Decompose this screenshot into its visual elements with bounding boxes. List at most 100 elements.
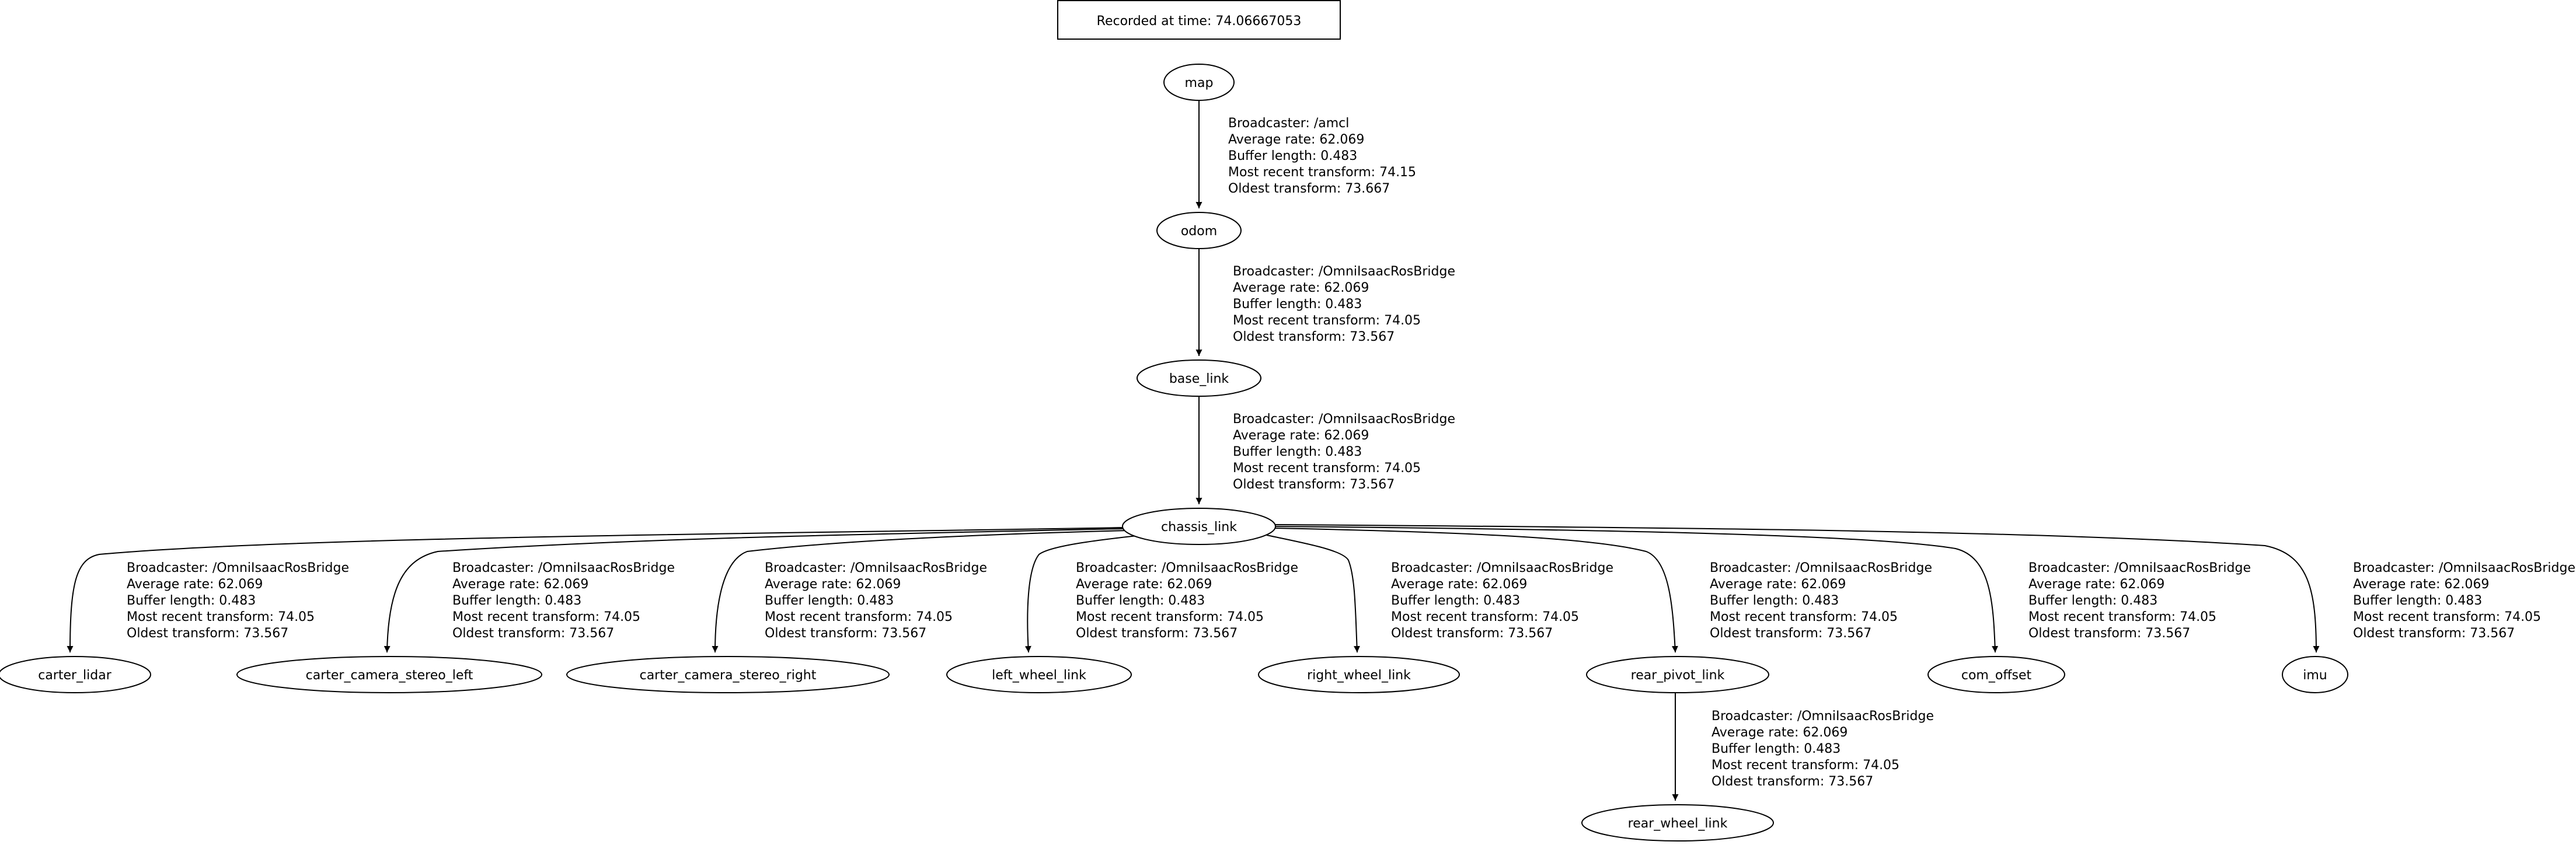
most-recent-text: Most recent transform: 74.05 xyxy=(1233,313,1421,328)
node-carter-lidar-label: carter_lidar xyxy=(38,668,111,683)
node-odom-label: odom xyxy=(1181,224,1217,239)
most-recent-text: Most recent transform: 74.05 xyxy=(2353,610,2541,624)
node-map[interactable]: map xyxy=(1163,64,1235,101)
edge-label-rear-pivot-rear-wheel: Broadcaster: /OmniIsaacRosBridge Average… xyxy=(1711,709,1934,789)
node-rear-pivot-link-label: rear_pivot_link xyxy=(1631,668,1725,683)
oldest-text: Oldest transform: 73.567 xyxy=(2028,626,2190,641)
edge-chassis-carter-lidar xyxy=(67,527,1124,653)
most-recent-text: Most recent transform: 74.05 xyxy=(2028,610,2216,624)
average-rate-text: Average rate: 62.069 xyxy=(2353,577,2489,592)
average-rate-text: Average rate: 62.069 xyxy=(127,577,263,592)
recorded-time-box: Recorded at time: 74.06667053 xyxy=(1057,0,1341,40)
node-com-offset-label: com_offset xyxy=(1961,668,2032,683)
broadcaster-text: Broadcaster: /OmniIsaacRosBridge xyxy=(2028,561,2251,575)
oldest-text: Oldest transform: 73.567 xyxy=(452,626,614,641)
edge-chassis-com-offset xyxy=(1275,526,1999,653)
broadcaster-text: Broadcaster: /amcl xyxy=(1228,116,1349,131)
node-rear-wheel-link-label: rear_wheel_link xyxy=(1628,816,1728,831)
broadcaster-text: Broadcaster: /OmniIsaacRosBridge xyxy=(452,561,675,575)
buffer-length-text: Buffer length: 0.483 xyxy=(2028,593,2157,608)
broadcaster-text: Broadcaster: /OmniIsaacRosBridge xyxy=(1391,561,1613,575)
average-rate-text: Average rate: 62.069 xyxy=(765,577,901,592)
average-rate-text: Average rate: 62.069 xyxy=(1710,577,1846,592)
oldest-text: Oldest transform: 73.567 xyxy=(1233,477,1395,492)
node-map-label: map xyxy=(1185,76,1214,90)
buffer-length-text: Buffer length: 0.483 xyxy=(1233,297,1362,312)
node-rear-pivot-link[interactable]: rear_pivot_link xyxy=(1586,656,1769,693)
broadcaster-text: Broadcaster: /OmniIsaacRosBridge xyxy=(1710,561,1932,575)
recorded-time-label: Recorded at time: 74.06667053 xyxy=(1097,14,1302,29)
broadcaster-text: Broadcaster: /OmniIsaacRosBridge xyxy=(2353,561,2575,575)
node-com-offset[interactable]: com_offset xyxy=(1927,656,2065,693)
broadcaster-text: Broadcaster: /OmniIsaacRosBridge xyxy=(1233,412,1455,427)
node-imu-label: imu xyxy=(2303,668,2327,683)
edge-label-base-link-chassis-link: Broadcaster: /OmniIsaacRosBridge Average… xyxy=(1233,412,1455,492)
buffer-length-text: Buffer length: 0.483 xyxy=(1711,742,1841,756)
edge-label-chassis-stereo-left: Broadcaster: /OmniIsaacRosBridge Average… xyxy=(452,561,675,641)
average-rate-text: Average rate: 62.069 xyxy=(1711,725,1848,740)
oldest-text: Oldest transform: 73.567 xyxy=(1076,626,1238,641)
buffer-length-text: Buffer length: 0.483 xyxy=(1710,593,1839,608)
oldest-text: Oldest transform: 73.567 xyxy=(127,626,288,641)
most-recent-text: Most recent transform: 74.05 xyxy=(452,610,640,624)
edge-label-chassis-com-offset: Broadcaster: /OmniIsaacRosBridge Average… xyxy=(2028,561,2251,641)
most-recent-text: Most recent transform: 74.05 xyxy=(1391,610,1579,624)
buffer-length-text: Buffer length: 0.483 xyxy=(1076,593,1205,608)
node-imu[interactable]: imu xyxy=(2282,656,2348,693)
most-recent-text: Most recent transform: 74.05 xyxy=(1233,461,1421,476)
buffer-length-text: Buffer length: 0.483 xyxy=(1228,149,1357,163)
node-base-link[interactable]: base_link xyxy=(1137,359,1261,397)
edge-label-map-odom: Broadcaster: /amcl Average rate: 62.069 … xyxy=(1228,116,1416,196)
most-recent-text: Most recent transform: 74.15 xyxy=(1228,165,1416,180)
oldest-text: Oldest transform: 73.667 xyxy=(1228,181,1390,196)
node-left-wheel-link-label: left_wheel_link xyxy=(992,668,1086,683)
broadcaster-text: Broadcaster: /OmniIsaacRosBridge xyxy=(127,561,349,575)
broadcaster-text: Broadcaster: /OmniIsaacRosBridge xyxy=(765,561,987,575)
edge-label-chassis-rear-pivot: Broadcaster: /OmniIsaacRosBridge Average… xyxy=(1710,561,1932,641)
broadcaster-text: Broadcaster: /OmniIsaacRosBridge xyxy=(1076,561,1298,575)
most-recent-text: Most recent transform: 74.05 xyxy=(1711,758,1899,773)
oldest-text: Oldest transform: 73.567 xyxy=(1711,774,1873,789)
average-rate-text: Average rate: 62.069 xyxy=(452,577,588,592)
edge-label-chassis-stereo-right: Broadcaster: /OmniIsaacRosBridge Average… xyxy=(765,561,987,641)
buffer-length-text: Buffer length: 0.483 xyxy=(1391,593,1520,608)
nodes: map odom base_link chassis_link carter_l… xyxy=(0,64,2348,841)
node-right-wheel-link-label: right_wheel_link xyxy=(1307,668,1411,683)
edge-chassis-rear-pivot xyxy=(1275,528,1678,653)
node-chassis-link-label: chassis_link xyxy=(1161,520,1237,535)
edge-label-chassis-right-wheel: Broadcaster: /OmniIsaacRosBridge Average… xyxy=(1391,561,1613,641)
node-odom[interactable]: odom xyxy=(1156,212,1242,249)
node-carter-camera-stereo-right[interactable]: carter_camera_stereo_right xyxy=(566,656,890,693)
buffer-length-text: Buffer length: 0.483 xyxy=(2353,593,2482,608)
edge-labels: Broadcaster: /amcl Average rate: 62.069 … xyxy=(127,116,2575,789)
average-rate-text: Average rate: 62.069 xyxy=(1233,281,1369,295)
edges xyxy=(67,100,2320,801)
oldest-text: Oldest transform: 73.567 xyxy=(1391,626,1553,641)
node-chassis-link[interactable]: chassis_link xyxy=(1122,508,1276,545)
buffer-length-text: Buffer length: 0.483 xyxy=(1233,445,1362,459)
oldest-text: Oldest transform: 73.567 xyxy=(1233,330,1395,344)
edge-label-chassis-left-wheel: Broadcaster: /OmniIsaacRosBridge Average… xyxy=(1076,561,1298,641)
broadcaster-text: Broadcaster: /OmniIsaacRosBridge xyxy=(1233,264,1455,279)
buffer-length-text: Buffer length: 0.483 xyxy=(127,593,256,608)
node-right-wheel-link[interactable]: right_wheel_link xyxy=(1258,656,1460,693)
oldest-text: Oldest transform: 73.567 xyxy=(765,626,926,641)
node-carter-camera-stereo-right-label: carter_camera_stereo_right xyxy=(640,668,817,683)
edge-label-chassis-carter-lidar: Broadcaster: /OmniIsaacRosBridge Average… xyxy=(127,561,349,641)
average-rate-text: Average rate: 62.069 xyxy=(1391,577,1527,592)
edge-chassis-stereo-right xyxy=(712,530,1130,653)
edge-chassis-right-wheel xyxy=(1266,535,1361,653)
average-rate-text: Average rate: 62.069 xyxy=(2028,577,2164,592)
edge-label-chassis-imu: Broadcaster: /OmniIsaacRosBridge Average… xyxy=(2353,561,2575,641)
node-base-link-label: base_link xyxy=(1169,372,1229,386)
node-carter-camera-stereo-left-label: carter_camera_stereo_left xyxy=(306,668,473,683)
most-recent-text: Most recent transform: 74.05 xyxy=(765,610,953,624)
node-left-wheel-link[interactable]: left_wheel_link xyxy=(946,656,1132,693)
node-carter-camera-stereo-left[interactable]: carter_camera_stereo_left xyxy=(236,656,542,693)
most-recent-text: Most recent transform: 74.05 xyxy=(127,610,315,624)
oldest-text: Oldest transform: 73.567 xyxy=(2353,626,2515,641)
most-recent-text: Most recent transform: 74.05 xyxy=(1710,610,1898,624)
node-carter-lidar[interactable]: carter_lidar xyxy=(0,656,151,693)
average-rate-text: Average rate: 62.069 xyxy=(1233,428,1369,443)
node-rear-wheel-link[interactable]: rear_wheel_link xyxy=(1581,804,1774,841)
